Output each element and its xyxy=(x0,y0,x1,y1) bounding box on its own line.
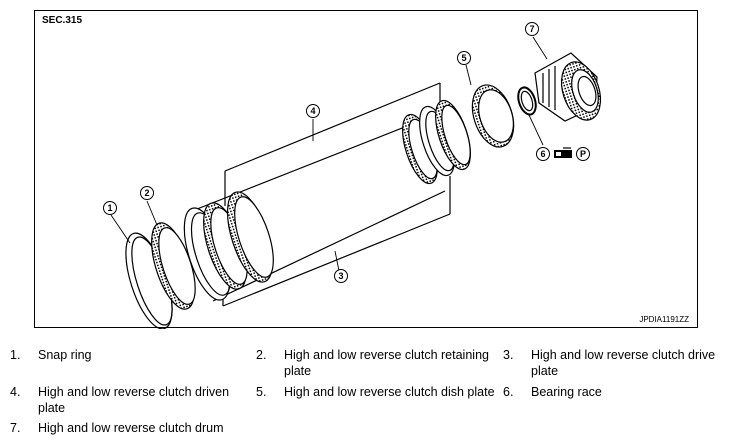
callout-3-label: 3 xyxy=(338,271,343,281)
callout-4-label: 4 xyxy=(310,106,315,116)
petroleum-jelly-symbol: P xyxy=(576,147,590,161)
legend-number: 3. xyxy=(503,348,514,362)
callout-1: 1 xyxy=(103,201,117,215)
legend-text: Bearing race xyxy=(531,385,602,399)
callout-markers: 1 2 3 4 5 6 7 xyxy=(103,22,590,283)
petroleum-jelly-label: P xyxy=(580,149,586,159)
legend-text: Snap ring xyxy=(38,348,92,362)
exploded-view-drawing: 1 2 3 4 5 6 7 xyxy=(103,22,602,329)
legend-number: 2. xyxy=(256,348,267,362)
clutch-drum xyxy=(534,52,602,122)
callout-7: 7 xyxy=(525,22,539,36)
legend-number: 5. xyxy=(256,385,267,399)
figure-id: JPDIA1191ZZ xyxy=(639,315,689,324)
callout-6-label: 6 xyxy=(540,149,545,159)
legend-number: 1. xyxy=(10,348,21,362)
driven-plate-group-cylinder xyxy=(186,118,446,302)
callout-2: 2 xyxy=(140,186,154,200)
legend-text: High and low reverse clutch drum xyxy=(38,421,224,435)
legend-text: High and low reverse clutch retaining pl… xyxy=(284,348,489,378)
callout-6: 6 xyxy=(536,147,550,161)
callout-2-label: 2 xyxy=(144,188,149,198)
callout-5-label: 5 xyxy=(461,53,466,63)
legend-text: High and low reverse clutch driven plate xyxy=(38,385,230,415)
legend-number: 4. xyxy=(10,385,21,399)
legend-text: High and low reverse clutch dish plate xyxy=(284,385,495,399)
retaining-plate xyxy=(151,222,196,310)
bearing-race xyxy=(517,86,537,116)
legend-text: High and low reverse clutch drive plate xyxy=(531,348,716,378)
callout-3: 3 xyxy=(334,269,348,283)
callout-5: 5 xyxy=(457,51,471,65)
clutch-plates-stack xyxy=(183,191,274,301)
dish-plate xyxy=(471,84,515,148)
exploded-view-figure: SEC.315 xyxy=(34,10,698,329)
legend-number: 6. xyxy=(503,385,514,399)
callout-7-label: 7 xyxy=(529,24,534,34)
callout-4: 4 xyxy=(306,104,320,118)
grease-gun-icon xyxy=(554,147,572,158)
legend-number: 7. xyxy=(10,421,21,435)
callout-1-label: 1 xyxy=(107,203,112,213)
section-code: SEC.315 xyxy=(42,15,83,26)
clutch-plates-stack-right xyxy=(402,99,471,185)
